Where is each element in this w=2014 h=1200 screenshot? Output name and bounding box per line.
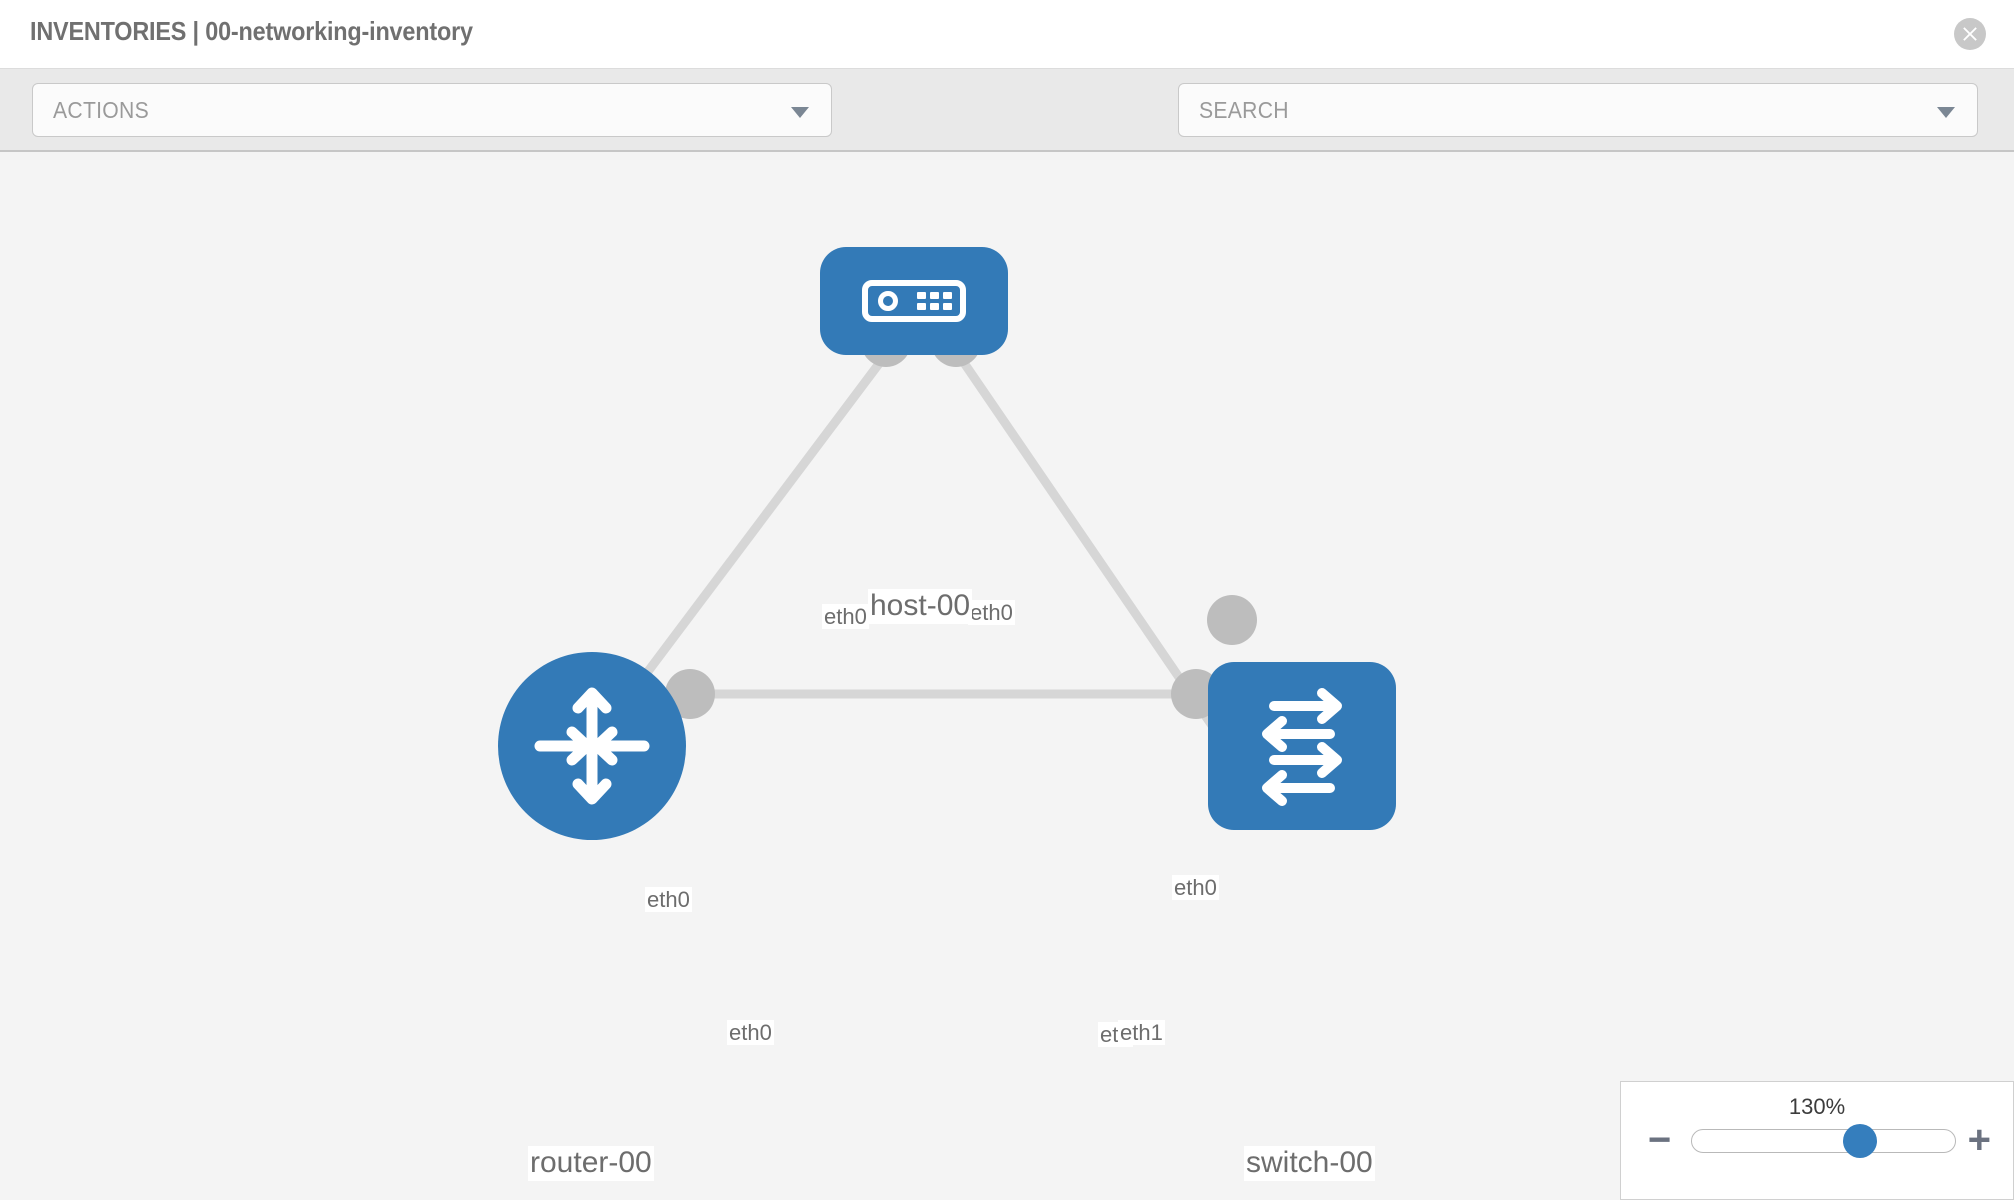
interface-label: eth0 bbox=[822, 604, 869, 630]
interface-label: eth0 bbox=[968, 600, 1015, 626]
topology-node-host-00[interactable] bbox=[820, 247, 1008, 355]
topology-node-switch-00[interactable] bbox=[1208, 662, 1396, 830]
zoom-slider-handle[interactable] bbox=[1843, 1124, 1878, 1158]
actions-dropdown[interactable]: ACTIONS bbox=[32, 83, 832, 137]
topology-node-router-00[interactable] bbox=[498, 652, 686, 840]
server-icon bbox=[820, 247, 1008, 355]
zoom-slider[interactable] bbox=[1691, 1124, 1956, 1158]
zoom-in-button[interactable]: + bbox=[1967, 1118, 1991, 1162]
interface-label: eth0 bbox=[727, 1020, 774, 1046]
chevron-down-icon[interactable] bbox=[1937, 107, 1955, 118]
search-input[interactable]: SEARCH bbox=[1178, 83, 1978, 137]
node-label-router-00: router-00 bbox=[528, 1146, 654, 1181]
interface-label: eth0 bbox=[1172, 875, 1219, 901]
node-label-host-00: host-00 bbox=[868, 589, 973, 624]
node-label-switch-00: switch-00 bbox=[1244, 1146, 1375, 1181]
switch-arrows-icon bbox=[1208, 662, 1396, 830]
actions-dropdown-label: ACTIONS bbox=[53, 97, 149, 123]
interface-label: eth1 bbox=[1118, 1020, 1165, 1046]
zoom-level-value: 130% bbox=[1788, 1094, 1846, 1119]
toolbar: ACTIONS SEARCH bbox=[0, 68, 2014, 196]
topology-canvas[interactable]: eth0 eth0 eth0 eth0 eth0 eth eth1 host-0… bbox=[0, 152, 2014, 1200]
link-endpoint bbox=[1207, 595, 1257, 645]
zoom-out-button[interactable]: − bbox=[1648, 1118, 1672, 1162]
zoom-control-panel: 130% − + bbox=[1620, 1081, 2014, 1200]
page-header: INVENTORIES | 00-networking-inventory bbox=[0, 0, 2014, 68]
interface-label: eth0 bbox=[645, 887, 692, 913]
search-placeholder: SEARCH bbox=[1199, 97, 1289, 123]
close-icon[interactable] bbox=[1954, 18, 1986, 50]
chevron-down-icon bbox=[791, 107, 809, 118]
page-title: INVENTORIES | 00-networking-inventory bbox=[30, 16, 473, 46]
router-arrows-icon bbox=[498, 652, 686, 840]
